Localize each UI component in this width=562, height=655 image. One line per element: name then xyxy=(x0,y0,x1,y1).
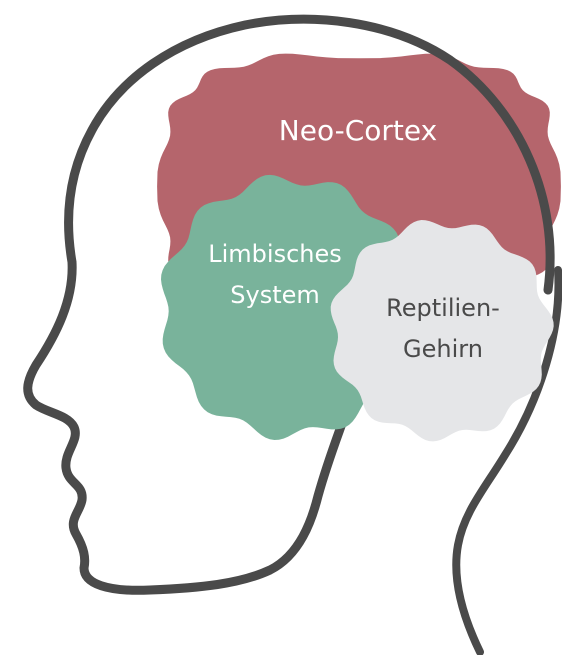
neo-cortex-label: Neo-Cortex xyxy=(279,114,437,147)
limbic-label-line1: Limbisches xyxy=(208,240,342,268)
reptilian-label-line1: Reptilien- xyxy=(386,294,500,322)
limbic-label-line2: System xyxy=(230,281,320,309)
reptilian-label-line2: Gehirn xyxy=(403,335,483,363)
